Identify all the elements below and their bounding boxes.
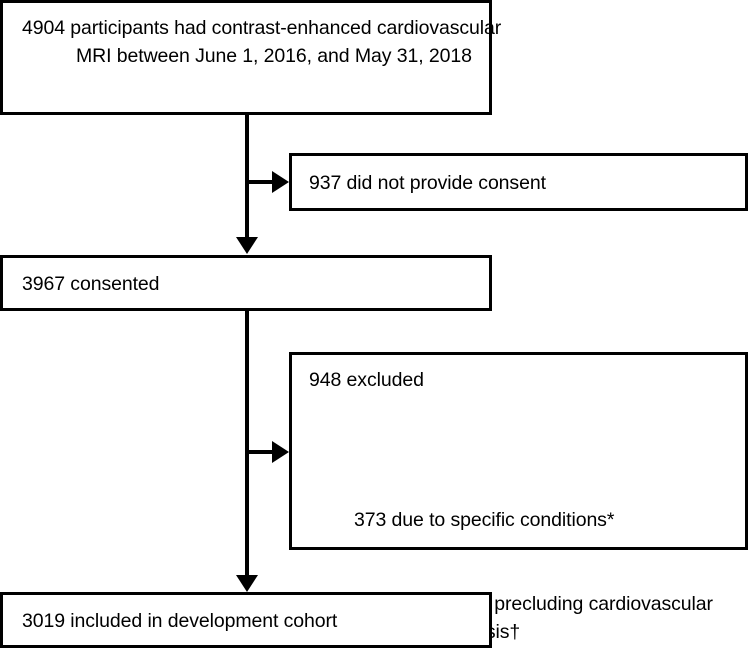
edge-enrolled-to-no-consent-arrowhead	[272, 171, 289, 193]
edge-consented-to-excluded-arrowhead	[272, 441, 289, 463]
node-excluded-box	[289, 352, 748, 550]
node-enrolled-label: 4904 participants had contrast-enhanced …	[22, 17, 502, 67]
node-no-consent-label: 937 did not provide consent	[309, 172, 546, 194]
node-consented-label: 3967 consented	[22, 273, 160, 295]
edge-enrolled-to-no-consent-line	[245, 180, 283, 184]
node-consented-box	[0, 255, 492, 311]
edge-consented-to-excluded-line	[245, 450, 283, 454]
node-included-label: 3019 included in development cohort	[22, 610, 338, 632]
node-enrolled-box	[0, 0, 492, 115]
edge-enrolled-to-consented-line	[245, 115, 249, 239]
node-excluded-heading: 948 excluded	[309, 369, 424, 391]
node-excluded-reason-item: 373 due to specific conditions*	[354, 509, 615, 531]
node-included-box	[0, 592, 492, 648]
edge-consented-to-included-arrowhead	[236, 575, 258, 592]
edge-enrolled-to-consented-arrowhead	[236, 237, 258, 254]
node-no-consent-box	[289, 153, 748, 211]
edge-consented-to-included-line	[245, 311, 249, 577]
